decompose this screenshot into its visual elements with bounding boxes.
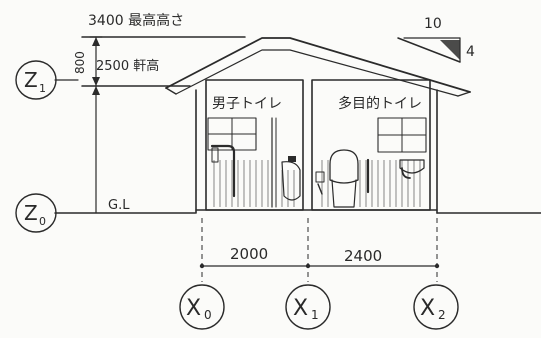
arrow-down-icon [92,77,100,86]
z0-subscript: 0 [39,215,46,228]
room-right: 多目的トイレ [315,95,427,208]
roof-line [165,37,471,93]
eave-height-label: 2500 軒高 [96,58,159,74]
grid-bubble-x0: X 0 [179,284,225,330]
span-right-label: 2400 [344,247,382,265]
arrow-up-icon-2 [92,86,100,95]
flush-valve-icon [288,156,296,162]
toilet-bowl-icon [331,179,357,208]
horizontal-dimension: 2000 2400 [199,245,440,269]
x1-letter: X [293,296,308,321]
room-right-label: 多目的トイレ [338,95,422,112]
grid-bubble-x1: X 1 [285,284,331,330]
x0-letter: X [186,296,201,321]
max-height-label: 3400 最高高さ [88,12,184,29]
roof-underside [175,49,459,97]
height-dimension [89,36,103,214]
x0-subscript: 0 [204,308,212,322]
z1-subscript: 1 [39,82,46,95]
sink-icon [399,159,425,174]
grid-bubble-z1: Z 1 [15,60,57,100]
building-outline [165,37,471,214]
grid-lines [201,218,438,282]
roof-slope-indicator: 10 4 [397,16,475,63]
span-left-label: 2000 [230,245,268,263]
x2-subscript: 2 [438,308,446,322]
slope-run-label: 10 [424,16,442,32]
z0-letter: Z [24,201,38,225]
urinal-icon [281,161,301,201]
grab-bar-left-icon [210,144,236,198]
ground-level-label: G.L [108,198,130,213]
arrow-up-icon [92,37,100,46]
toilet-lid-icon [329,149,359,184]
room-left-label: 男子トイレ [212,96,282,112]
grid-bubble-x2: X 2 [413,284,459,330]
level-lines [54,36,541,214]
grid-bubble-z0: Z 0 [15,193,57,233]
slope-rise-label: 4 [466,44,475,60]
z1-letter: Z [24,68,38,92]
x1-subscript: 1 [311,308,319,322]
offset-dim-label: 800 [73,51,87,74]
x2-letter: X [420,296,435,321]
room-left: 男子トイレ [207,96,301,208]
paper-holder-icon [317,183,323,195]
